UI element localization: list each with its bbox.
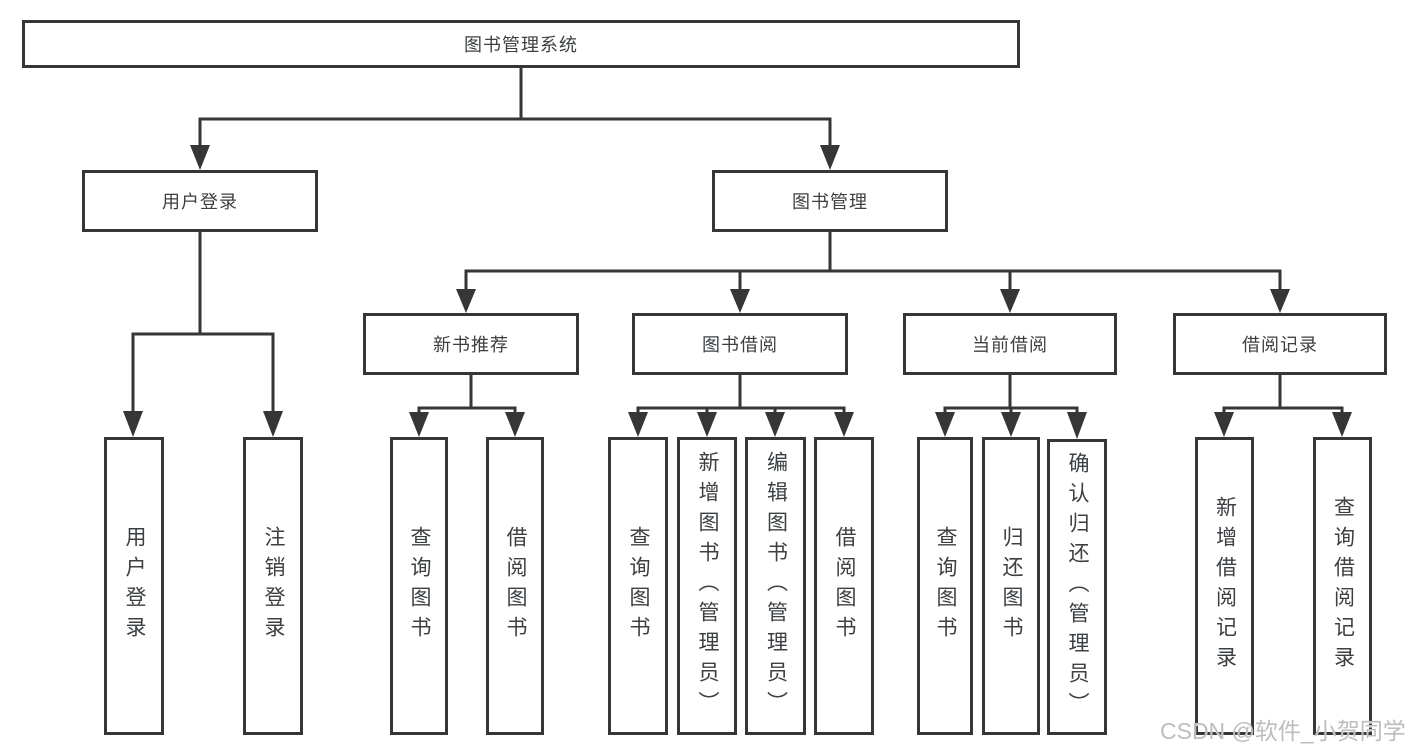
node-label: 确认归还（管理员） <box>1066 452 1089 722</box>
csdn-watermark: CSDN @软件_小贺同学 <box>1160 718 1405 744</box>
node-user-login: 用户登录 <box>82 170 318 232</box>
node-leaf-logout: 注销登录 <box>243 437 303 735</box>
node-borrowing-records: 借阅记录 <box>1173 313 1387 375</box>
node-label: 图书管理 <box>792 192 868 212</box>
node-label: 新增图书（管理员） <box>696 451 719 721</box>
node-label: 编辑图书（管理员） <box>764 451 788 721</box>
node-label: 新增借阅记录 <box>1213 496 1237 676</box>
node-book-borrowing: 图书借阅 <box>632 313 848 375</box>
node-leaf-return-books: 归还图书 <box>982 437 1040 735</box>
node-label: 查询图书 <box>408 526 431 646</box>
node-label: 用户登录 <box>123 526 146 646</box>
node-label: 当前借阅 <box>972 335 1048 355</box>
node-book-management: 图书管理 <box>712 170 948 232</box>
node-label: 图书借阅 <box>702 335 778 355</box>
node-leaf-query-books-current: 查询图书 <box>917 437 973 735</box>
arrowheads <box>123 145 1352 439</box>
node-label: 查询借阅记录 <box>1331 496 1355 676</box>
node-leaf-add-borrow-record: 新增借阅记录 <box>1195 437 1254 735</box>
node-leaf-borrow-books-recommend: 借阅图书 <box>486 437 544 735</box>
node-leaf-add-books-admin: 新增图书（管理员） <box>677 437 737 735</box>
node-label: 归还图书 <box>1000 526 1023 646</box>
node-label: 查询图书 <box>934 526 957 646</box>
node-leaf-query-borrow-record: 查询借阅记录 <box>1313 437 1372 735</box>
node-leaf-borrow-books-borrowing: 借阅图书 <box>814 437 874 735</box>
node-label: 注销登录 <box>262 526 285 646</box>
node-current-borrowing: 当前借阅 <box>903 313 1117 375</box>
node-new-book-recommendation: 新书推荐 <box>363 313 579 375</box>
node-label: 借阅记录 <box>1242 335 1318 355</box>
node-leaf-query-books-recommend: 查询图书 <box>390 437 448 735</box>
node-library-management-system: 图书管理系统 <box>22 20 1020 68</box>
node-leaf-query-books-borrowing: 查询图书 <box>608 437 668 735</box>
node-label: 借阅图书 <box>504 526 527 646</box>
node-label: 新书推荐 <box>433 335 509 355</box>
node-label: 借阅图书 <box>833 526 856 646</box>
node-label: 查询图书 <box>627 526 650 646</box>
node-leaf-user-login: 用户登录 <box>104 437 164 735</box>
node-leaf-edit-books-admin: 编辑图书（管理员） <box>745 437 806 735</box>
node-label: 用户登录 <box>162 192 238 212</box>
node-label: 图书管理系统 <box>464 35 578 55</box>
node-leaf-confirm-return-admin: 确认归还（管理员） <box>1047 439 1107 735</box>
